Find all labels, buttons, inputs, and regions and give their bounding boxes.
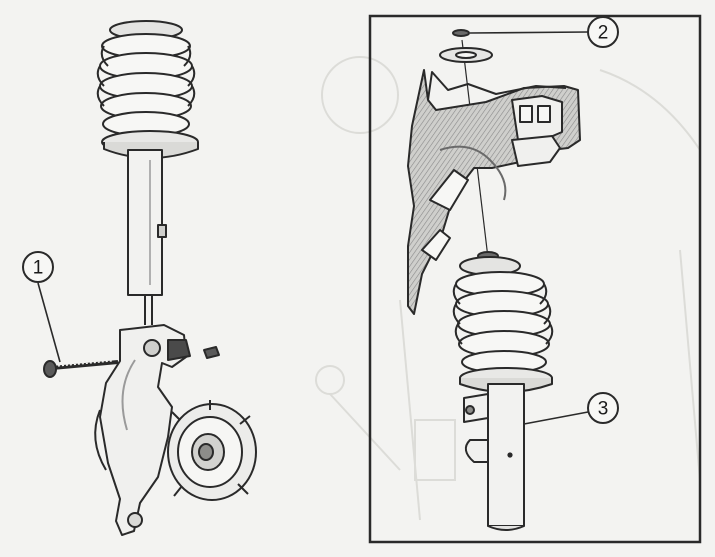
strut-tube-right [463,383,525,531]
strut-nut [452,29,470,37]
coil-spring-left [96,20,199,159]
callout-2-label: 2 [598,23,609,44]
callout-2: 2 [469,16,619,48]
exploded-strut-detail [407,29,581,531]
callout-1: 1 [22,251,61,363]
callout-3: 3 [523,392,619,425]
callout-1-label: 1 [33,258,44,279]
background-ghost-drawing [315,56,701,521]
steering-knuckle [94,324,191,536]
pinch-bolt [43,346,220,378]
coil-spring-right [452,251,554,393]
detail-frame [368,14,702,544]
strut-tower-panel [407,69,581,315]
wheel-hub [167,400,257,501]
strut-tube-left [127,149,167,325]
callout-3-label: 3 [598,399,609,420]
strut-assembly-left [43,20,257,536]
